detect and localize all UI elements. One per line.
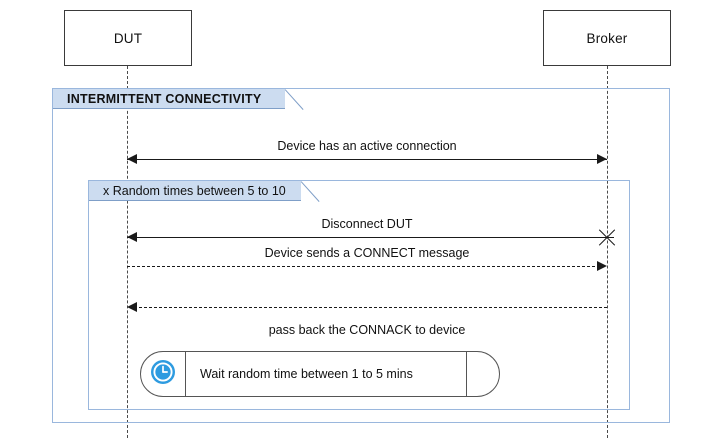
- message-text-disconnect-dut: Disconnect DUT: [321, 217, 413, 231]
- arrowhead-left-disconnect-dut: [127, 232, 137, 242]
- arrowhead-right-active-connection: [597, 154, 607, 164]
- message-text-connack: pass back the CONNACK to device: [268, 323, 466, 337]
- fragment-label-text-outer: INTERMITTENT CONNECTIVITY: [67, 91, 262, 106]
- message-line-disconnect-dut: [127, 237, 614, 238]
- clock-icon: [150, 359, 176, 390]
- lifeline-dut: [127, 66, 128, 438]
- message-text-connect: Device sends a CONNECT message: [264, 246, 470, 260]
- message-line-active-connection: [127, 159, 607, 160]
- x-destruction-marker: [596, 226, 618, 248]
- participant-box-dut[interactable]: DUT: [64, 10, 192, 66]
- lifeline-broker: [607, 66, 608, 438]
- fragment-intermittent-connectivity[interactable]: [52, 88, 670, 423]
- wait-duration-block[interactable]: Wait random time between 1 to 5 mins: [140, 351, 500, 397]
- fragment-label-random-loop: x Random times between 5 to 10: [89, 181, 319, 201]
- fragment-label-intermittent-connectivity: INTERMITTENT CONNECTIVITY: [53, 89, 303, 109]
- message-label-connect: Device sends a CONNECT message: [127, 246, 607, 260]
- wait-label-text: Wait random time between 1 to 5 mins: [200, 367, 413, 381]
- arrowhead-right-connect: [597, 261, 607, 271]
- message-label-disconnect-dut: Disconnect DUT: [127, 217, 607, 231]
- message-line-connect: [127, 266, 600, 267]
- fragment-label-text-inner: x Random times between 5 to 10: [103, 183, 286, 198]
- participant-label-broker: Broker: [586, 30, 628, 46]
- wait-end-cell: [466, 352, 499, 396]
- arrowhead-left-active-connection: [127, 154, 137, 164]
- message-text-active-connection: Device has an active connection: [277, 139, 457, 153]
- message-line-connack: [134, 307, 607, 308]
- wait-label-cell: Wait random time between 1 to 5 mins: [186, 352, 466, 396]
- arrowhead-left-connack: [127, 302, 137, 312]
- message-label-connack: pass back the CONNACK to device: [127, 323, 607, 337]
- fragment-random-loop[interactable]: [88, 180, 630, 410]
- message-label-active-connection: Device has an active connection: [127, 139, 607, 153]
- participant-label-dut: DUT: [113, 30, 143, 46]
- wait-icon-cell: [141, 352, 186, 396]
- participant-box-broker[interactable]: Broker: [543, 10, 671, 66]
